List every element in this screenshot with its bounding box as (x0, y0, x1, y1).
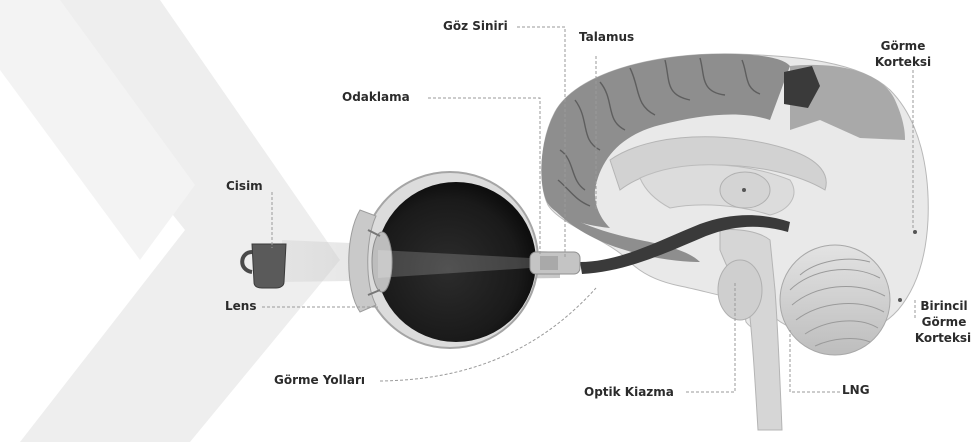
label-birincil-line3: Korteksi (911, 330, 975, 347)
label-birincil-line2: Görme (915, 314, 973, 331)
label-odaklama: Odaklama (342, 89, 410, 106)
label-birincil-line1: Birincil (915, 298, 973, 315)
label-gorme-korteksi-line2: Korteksi (871, 54, 935, 71)
label-gorme-korteksi-line1: Görme (875, 38, 931, 55)
cerebellum (780, 245, 890, 355)
label-cisim: Cisim (226, 178, 263, 195)
label-lng: LNG (842, 382, 870, 399)
label-lens: Lens (225, 298, 256, 315)
label-optik-kiazma: Optik Kiazma (584, 384, 674, 401)
label-goz-siniri: Göz Siniri (443, 18, 508, 35)
label-gorme-yollari: Görme Yolları (274, 372, 365, 389)
label-talamus: Talamus (579, 29, 634, 46)
